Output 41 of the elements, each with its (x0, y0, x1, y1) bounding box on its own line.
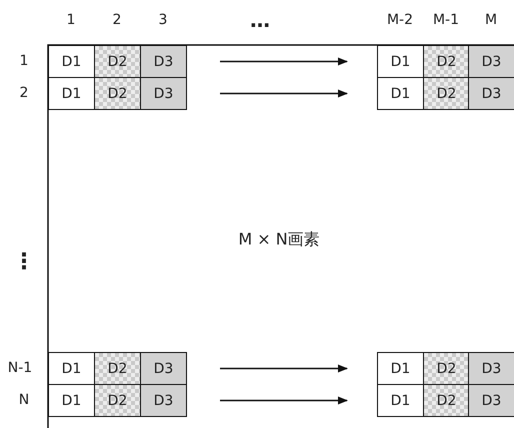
pixel-cell: D1 (377, 77, 424, 110)
pixel-cell: D1 (48, 352, 95, 385)
vertical-ellipsis: ⋮ (13, 250, 35, 274)
column-number: 2 (112, 12, 122, 28)
pixel-cell: D2 (94, 45, 141, 78)
column-number: M (484, 12, 498, 28)
row-number: 2 (20, 85, 28, 101)
pixel-cell: D3 (140, 45, 187, 78)
arrow (220, 90, 348, 98)
pixel-cell: D2 (423, 384, 470, 417)
pixel-cell: D3 (140, 352, 187, 385)
pixel-cell: D2 (94, 77, 141, 110)
arrow (220, 364, 348, 372)
pixel-cell: D3 (468, 77, 514, 110)
row-number: 1 (20, 53, 28, 69)
ellipsis: … (250, 8, 270, 32)
column-number: 1 (66, 12, 76, 28)
pixel-cell: D1 (48, 384, 95, 417)
pixel-cell: D3 (468, 45, 514, 78)
center-caption: M × N画素 (238, 230, 320, 250)
row-number: N (18, 392, 30, 408)
pixel-cell: D2 (94, 352, 141, 385)
pixel-cell: D2 (94, 384, 141, 417)
pixel-cell: D1 (377, 45, 424, 78)
pixel-cell: D2 (423, 45, 470, 78)
pixel-cell: D3 (468, 352, 514, 385)
pixel-cell: D3 (140, 384, 187, 417)
column-number: M-2 (386, 12, 414, 28)
column-number: M-1 (432, 12, 460, 28)
row-number: N-1 (8, 360, 32, 376)
pixel-cell: D3 (140, 77, 187, 110)
pixel-cell: D1 (48, 45, 95, 78)
arrow (220, 396, 348, 404)
arrow (220, 58, 348, 66)
pixel-cell: D3 (468, 384, 514, 417)
pixel-cell: D1 (377, 384, 424, 417)
pixel-cell: D2 (423, 352, 470, 385)
pixel-cell: D1 (377, 352, 424, 385)
pixel-cell: D2 (423, 77, 470, 110)
column-number: 3 (158, 12, 168, 28)
pixel-cell: D1 (48, 77, 95, 110)
